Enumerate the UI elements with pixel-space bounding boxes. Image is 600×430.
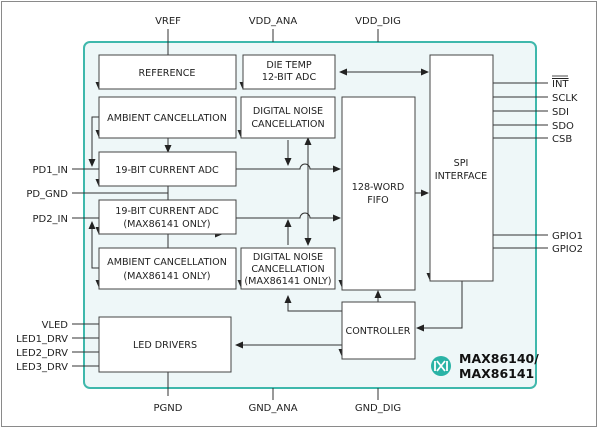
ambient-cancellation-2-block [98,247,237,290]
pin-gnd-ana: GND_ANA [248,403,297,414]
adc-2-block [98,199,237,235]
die-temp-label-2: 12-BIT ADC [262,72,317,83]
pin-csb: CSB [552,134,572,145]
dnc-2-label-3: (MAX86141 ONLY) [244,276,331,287]
fifo-label-1: 128-WORD [352,182,404,193]
pin-gpio1: GPIO1 [552,231,583,242]
led-drivers-block [98,316,232,373]
ambient-cancellation-1-block [98,96,237,139]
adc-1-label: 19-BIT CURRENT ADC [115,165,219,176]
pin-vref: VREF [155,16,181,27]
pin-led2-drv: LED2_DRV [16,348,68,359]
adc-2-label-1: 19-BIT CURRENT ADC [115,206,219,217]
die-temp-adc-block [242,54,336,90]
pin-gpio2: GPIO2 [552,244,583,255]
dnc-1-label-2: CANCELLATION [251,119,324,130]
pin-pd1-in: PD1_IN [32,165,68,176]
pin-int: INT [552,79,569,90]
reference-label: REFERENCE [139,68,196,79]
die-temp-label-1: DIE TEMP [266,60,312,71]
pin-pd-gnd: PD_GND [26,189,68,200]
reference-block [98,54,237,90]
spi-label-1: SPI [454,158,469,169]
ambient-2-label-2: (MAX86141 ONLY) [123,271,210,282]
part-number-2: MAX86141 [459,366,534,381]
digital-noise-cancellation-2-block [240,247,336,290]
fifo-label-2: FIFO [367,195,389,206]
pin-pgnd: PGND [154,403,183,414]
controller-block [341,301,416,360]
fifo-block [341,96,416,291]
digital-noise-cancellation-1-block [240,96,336,139]
ambient-2-label-1: AMBIENT CANCELLATION [107,257,227,268]
pin-led3-drv: LED3_DRV [16,362,68,373]
pin-vdd-ana: VDD_ANA [249,16,298,27]
pin-vled: VLED [42,320,69,331]
dnc-2-label-2: CANCELLATION [251,264,324,275]
part-number-1: MAX86140/ [459,351,539,366]
pin-sclk: SCLK [552,93,578,104]
dnc-1-label-1: DIGITAL NOISE [253,106,323,117]
adc-1-block [98,151,237,187]
pin-vdd-dig: VDD_DIG [355,16,401,27]
pin-sdo: SDO [552,121,574,132]
adc-2-label-2: (MAX86141 ONLY) [123,219,210,230]
pin-sdi: SDI [552,107,569,118]
led-drivers-label: LED DRIVERS [133,340,197,351]
ambient-1-label: AMBIENT CANCELLATION [107,113,227,124]
spi-interface-block [429,54,494,282]
pin-gnd-dig: GND_DIG [355,403,401,414]
maxim-logo-icon [431,356,451,376]
pin-led1-drv: LED1_DRV [16,334,68,345]
pin-pd2-in: PD2_IN [32,214,68,225]
dnc-2-label-1: DIGITAL NOISE [253,252,323,263]
controller-label: CONTROLLER [346,326,411,337]
spi-label-2: INTERFACE [435,171,487,182]
